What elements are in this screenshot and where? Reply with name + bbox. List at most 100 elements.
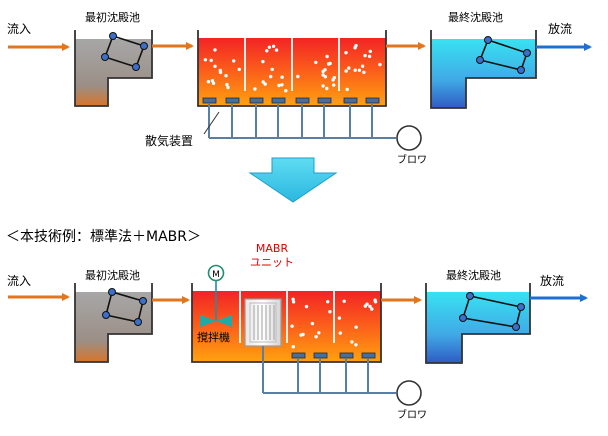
air-bubble [310,321,315,326]
air-bubble [368,49,372,54]
top-blower-icon [396,125,422,151]
motor-icon [207,264,225,282]
air-bubble [232,59,236,63]
bottom-aeration-tank [191,283,382,363]
air-bubble [321,84,325,88]
air-bubble [323,75,328,79]
bottom-blower-icon [396,380,422,406]
air-bubble [353,46,357,50]
top-primary-clarifier-label: 最初沈殿池 [85,10,140,24]
air-bubble [367,54,372,59]
air-bubble [360,64,365,68]
air-bubble [209,58,213,63]
air-bubble [332,83,336,87]
air-bubble [270,67,274,72]
top-air-bubbles [203,43,382,93]
bottom-primary-clarifier-label: 最初沈殿池 [85,268,140,282]
air-bubble [211,81,216,85]
section-title: ＜本技術例：標準法＋MABR＞ [6,229,201,245]
mixer-label: 撹拌機 [197,330,230,344]
air-bubble [314,335,318,339]
top-air-pipes [208,103,396,139]
air-bubble [213,48,217,52]
air-bubble [325,54,329,59]
air-bubble [344,69,348,73]
air-bubble [263,82,267,86]
top-outflow-label: 放流 [548,21,572,36]
top-primary-clarifier [74,30,153,107]
air-bubble [338,331,342,335]
top-blower-label: ブロワ [397,153,427,166]
air-bubble [363,304,367,308]
bottom-primary-clarifier [74,283,153,363]
air-bubble [353,68,357,72]
air-bubble [368,304,372,309]
air-bubble [299,333,303,337]
air-bubble [328,61,332,66]
air-bubble [362,70,366,75]
bottom-blower-label: ブロワ [397,408,427,421]
air-bubble [237,67,241,72]
air-bubble [354,325,358,329]
air-bubble [284,89,288,93]
air-bubble [296,74,300,79]
air-bubble [271,44,276,48]
air-bubble [373,300,378,304]
air-bubble [370,307,374,311]
air-bubble [213,64,217,69]
air-bubble [274,48,279,52]
air-bubble [261,59,265,64]
air-bubble [280,83,284,87]
top-final-clarifier-label: 最終沈殿池 [448,10,503,24]
motor-label: M [212,270,220,280]
bottom-mixer [200,280,232,327]
air-bubble [291,297,295,301]
air-bubble [328,310,332,314]
bottom-inflow-label: 流入 [7,274,31,288]
bottom-air-pipes [262,346,396,394]
air-bubble [225,82,229,87]
air-bubble [206,80,211,84]
air-bubble [317,331,321,335]
top-final-clarifier [430,30,537,109]
air-bubble [325,86,329,91]
top-diffuser-leader [203,111,220,135]
air-bubble [357,68,362,73]
bottom-outflow-label: 放流 [540,273,564,288]
air-bubble [277,83,281,88]
air-bubble [280,75,284,79]
air-bubble [326,300,330,304]
air-bubble [224,74,228,78]
bottom-air-bubbles [290,297,378,349]
air-bubble [350,340,354,344]
air-bubble [345,87,349,92]
down-arrow [248,157,338,203]
top-aeration-tank [197,30,387,107]
bottom-final-clarifier [425,283,531,364]
air-bubble [342,299,346,303]
air-bubble [314,60,318,65]
air-bubble [378,62,382,67]
bottom-process: 流入 最初沈殿池 [7,242,588,421]
air-bubble [321,73,325,77]
air-bubble [253,87,257,91]
bottom-final-clarifier-label: 最終沈殿池 [446,268,501,282]
mabr-label-line1: MABR [256,242,289,255]
mabr-unit [244,298,282,347]
air-bubble [321,69,325,74]
air-bubble [203,58,208,62]
top-diffuser-label: 散気装置 [145,133,193,148]
air-bubble [337,316,342,320]
air-bubble [347,66,351,70]
air-bubble [344,51,348,55]
mabr-label-line2: ユニット [250,256,294,269]
air-bubble [331,78,335,82]
air-bubble [291,300,296,304]
top-process: 流入 最初沈殿池 [7,10,592,166]
air-bubble [290,324,294,328]
air-bubble [267,45,272,49]
air-bubble [354,343,358,347]
top-inflow-label: 流入 [7,22,31,36]
air-bubble [226,85,230,90]
